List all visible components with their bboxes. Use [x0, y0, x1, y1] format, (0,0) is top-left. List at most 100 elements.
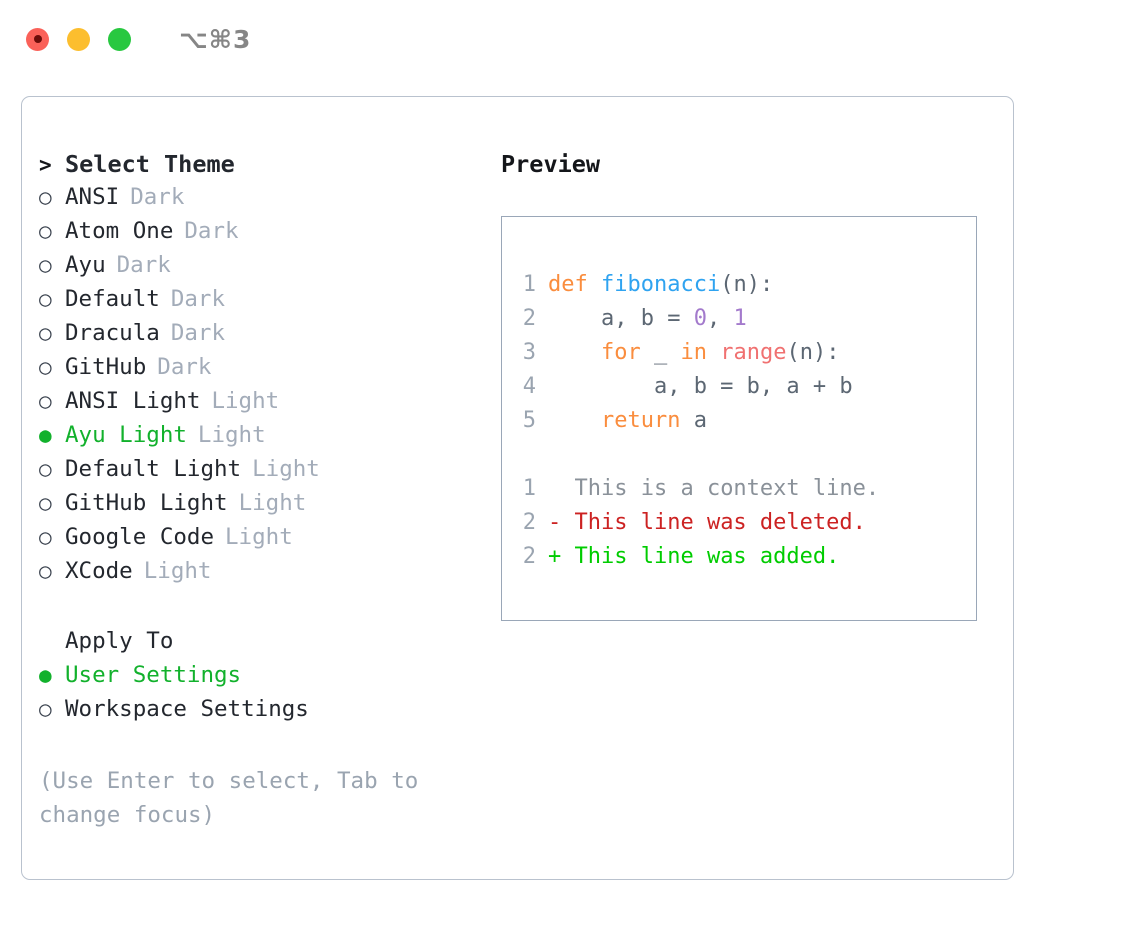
theme-list-item[interactable]: ○ ANSI Light Light — [39, 388, 489, 422]
code-line-content: a, b = b, a + b — [548, 374, 853, 399]
theme-variant-badge: Light — [252, 456, 320, 482]
diff-line-content: This line was added. — [561, 544, 840, 569]
apply-to-option-label: Workspace Settings — [65, 696, 309, 722]
code-token — [707, 340, 720, 365]
prompt-caret-icon: > — [39, 153, 52, 177]
diff-sign: - — [548, 510, 562, 535]
code-line-content: def fibonacci(n): — [548, 272, 773, 297]
code-line: 3 for _ in range(n): — [502, 340, 976, 374]
code-line-content: return a — [548, 408, 707, 433]
line-number: 1 — [522, 272, 536, 297]
radio-unselected-icon: ○ — [39, 355, 52, 379]
diff-sign: + — [548, 544, 562, 569]
theme-variant-badge: Light — [238, 490, 307, 516]
preview-title: Preview — [501, 150, 601, 178]
radio-unselected-icon: ○ — [39, 457, 52, 481]
diff-sign — [548, 476, 561, 501]
theme-name: Google Code — [65, 524, 215, 550]
close-button[interactable] — [26, 27, 49, 51]
apply-to-heading: Apply To — [39, 628, 489, 662]
theme-name: GitHub Light — [65, 490, 228, 516]
diff-sample: 1 This is a context line.2- This line wa… — [502, 476, 976, 578]
theme-list-item[interactable]: ○ GitHub Dark — [39, 354, 489, 388]
radio-unselected-icon: ○ — [39, 491, 52, 515]
code-token: a, b = — [548, 306, 694, 331]
keyboard-hint: (Use Enter to select, Tab to change focu… — [39, 764, 454, 832]
line-number: 2 — [522, 510, 536, 535]
theme-name: Ayu Light — [65, 422, 187, 448]
radio-selected-icon: ● — [39, 663, 52, 687]
recording-indicator-icon — [33, 35, 42, 43]
line-number: 5 — [522, 408, 536, 433]
theme-name: GitHub — [65, 354, 147, 380]
theme-variant-badge: Dark — [116, 252, 171, 278]
theme-name: Default Light — [65, 456, 242, 482]
maximize-button[interactable] — [108, 27, 131, 51]
title-bar: ⌥⌘3 — [0, 0, 1140, 78]
radio-unselected-icon: ○ — [39, 287, 52, 311]
code-token: _ — [640, 340, 681, 365]
theme-name: Dracula — [65, 320, 160, 346]
radio-unselected-icon: ○ — [39, 525, 52, 549]
radio-unselected-icon: ○ — [39, 389, 52, 413]
diff-line: 1 This is a context line. — [502, 476, 976, 510]
line-number: 4 — [522, 374, 536, 399]
code-token: in — [680, 340, 707, 365]
code-line-content: a, b = 0, 1 — [548, 306, 747, 331]
radio-unselected-icon: ○ — [39, 185, 52, 209]
radio-unselected-icon: ○ — [39, 697, 52, 721]
code-line: 5 return a — [502, 408, 976, 442]
theme-name: Default — [65, 286, 160, 312]
theme-name: Atom One — [65, 218, 174, 244]
apply-to-list: ● User Settings ○ Workspace Settings — [39, 662, 489, 730]
theme-list-item[interactable]: ○ Google Code Light — [39, 524, 489, 558]
code-token — [588, 272, 601, 297]
theme-name: Ayu — [65, 252, 106, 278]
line-number: 3 — [522, 340, 536, 365]
code-token: return — [600, 408, 681, 433]
apply-to-option[interactable]: ○ Workspace Settings — [39, 696, 489, 730]
theme-variant-badge: Light — [225, 524, 293, 550]
minimize-button[interactable] — [67, 27, 90, 51]
theme-variant-badge: Light — [143, 558, 212, 584]
diff-line: 2- This line was deleted. — [502, 510, 976, 544]
theme-variant-badge: Dark — [157, 354, 212, 380]
theme-name: ANSI Light — [65, 388, 201, 414]
theme-variant-badge: Dark — [170, 286, 226, 312]
radio-unselected-icon: ○ — [39, 321, 52, 345]
shortcut-hint: ⌥⌘3 — [179, 24, 252, 54]
code-line-content: for _ in range(n): — [548, 340, 839, 365]
theme-variant-badge: Dark — [130, 184, 185, 210]
code-token: a, b = b, a + b — [548, 374, 853, 399]
apply-to-option-label: User Settings — [65, 662, 242, 688]
diff-line: 2+ This line was added. — [502, 544, 976, 578]
code-token: fibonacci — [601, 272, 721, 297]
theme-variant-badge: Light — [197, 422, 266, 448]
theme-variant-badge: Dark — [170, 320, 226, 346]
theme-list-item[interactable]: ○ Dracula Dark — [39, 320, 489, 354]
apply-to-option[interactable]: ● User Settings — [39, 662, 489, 696]
code-token: for — [600, 340, 641, 365]
traffic-lights — [26, 27, 131, 51]
apply-to-label: Apply To — [65, 628, 174, 654]
theme-list-item[interactable]: ○ GitHub Light Light — [39, 490, 489, 524]
code-line: 1 def fibonacci(n): — [502, 272, 976, 306]
theme-variant-badge: Light — [211, 388, 280, 414]
radio-unselected-icon: ○ — [39, 559, 52, 583]
code-line: 2 a, b = 0, 1 — [502, 306, 976, 340]
keyboard-hint-line-1: (Use Enter to select, Tab to — [39, 768, 419, 794]
code-line: 4 a, b = b, a + b — [502, 374, 976, 408]
theme-list-item[interactable]: ○ Default Dark — [39, 286, 489, 320]
theme-list-item[interactable]: ○ Default Light Light — [39, 456, 489, 490]
code-token: range — [720, 340, 787, 365]
code-token — [548, 340, 601, 365]
